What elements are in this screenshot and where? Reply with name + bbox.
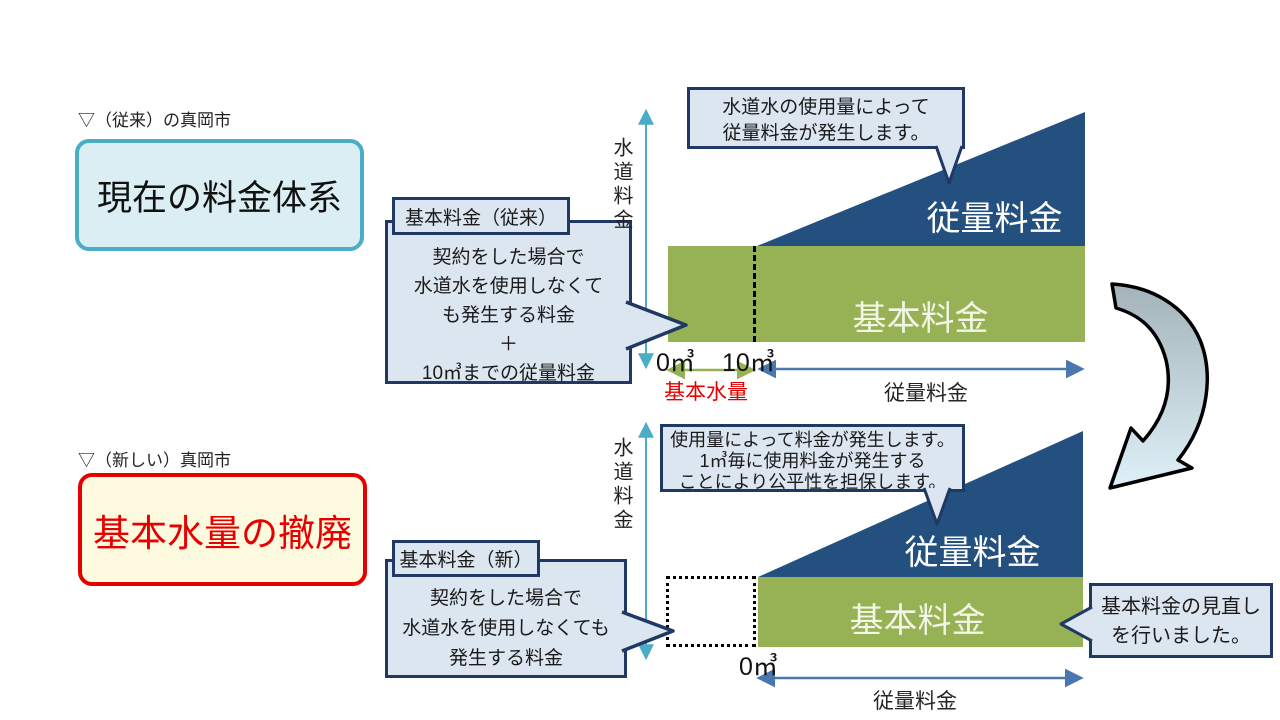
callout-line: 使用量によって料金が発生します。: [670, 430, 955, 450]
callout-line: ＋: [498, 334, 518, 355]
bottom-volume-axis-label: 従量料金: [873, 690, 957, 713]
bottom-volume-fee-triangle: [758, 431, 1083, 577]
callout-line: 契約をした場合で: [429, 588, 582, 609]
top-basic-volume-axis-label: 基本水量: [664, 381, 748, 404]
callout-line: 水道水の使用量によって: [722, 97, 930, 118]
bottom-basic-fee-bar: [758, 577, 1083, 647]
current-system-title-box: 現在の料金体系: [75, 139, 364, 251]
curved-transition-arrow: [1108, 282, 1209, 490]
top-basic-volume-divider: [753, 246, 756, 342]
current-system-title: 現在の料金体系: [96, 178, 342, 218]
top-volume-fee-label: 従量料金: [926, 200, 1063, 238]
bottom-basic-fee-callout: 契約をした場合で 水道水を使用しなくても 発生する料金: [385, 559, 627, 678]
bottom-usage-callout: 使用量によって料金が発生します。 1㎥毎に使用料金が発生する ことにより公平性を…: [660, 424, 965, 492]
bottom-y-axis-label: 水道料金: [610, 437, 632, 533]
callout-line: 発生する料金: [448, 648, 563, 669]
callout-line: 契約をした場合で: [432, 247, 585, 268]
top-usage-callout: 水道水の使用量によって 従量料金が発生します。: [687, 87, 965, 149]
bottom-x-tick-0: 0㎥: [739, 653, 778, 681]
top-volume-fee-triangle: [757, 112, 1085, 246]
callout-line: 基本料金の見直し: [1101, 596, 1261, 618]
callout-line: 従量料金が発生します。: [722, 123, 930, 144]
callout-line: ことにより公平性を担保します。: [678, 472, 947, 492]
top-x-tick-0: 0㎥: [656, 349, 695, 377]
new-system-title: 基本水量の撤廃: [93, 512, 352, 554]
bottom-section-marker: ▽（新しい）真岡市: [78, 451, 231, 470]
top-x-tick-10: 10㎥: [722, 349, 775, 377]
new-system-title-box: 基本水量の撤廃: [78, 473, 367, 586]
review-callout: 基本料金の見直し を行いました。: [1089, 583, 1273, 658]
top-basic-fee-callout-title: 基本料金（従来）: [392, 197, 570, 235]
callout-line: 1㎥毎に使用料金が発生する: [699, 451, 926, 471]
top-basic-fee-callout: 契約をした場合で 水道水を使用しなくて も発生する料金 ＋ 10㎥までの従量料金: [385, 220, 632, 384]
callout-line: を行いました。: [1111, 625, 1251, 647]
abolished-basic-volume-box: [666, 576, 756, 647]
callout-line: 10㎥までの従量料金: [421, 363, 596, 384]
bottom-basic-fee-label: 基本料金: [849, 602, 986, 640]
top-volume-axis-label: 従量料金: [884, 382, 968, 405]
callout-line: 水道水を使用しなくて: [413, 276, 604, 297]
top-y-axis-label: 水道料金: [610, 137, 632, 233]
bottom-volume-fee-label: 従量料金: [904, 534, 1041, 572]
bottom-basic-fee-callout-title: 基本料金（新）: [392, 540, 540, 577]
top-basic-fee-label: 基本料金: [852, 300, 989, 338]
callout-line: も発生する料金: [441, 305, 575, 326]
callout-line: 水道水を使用しなくても: [402, 618, 610, 639]
top-section-marker: ▽（従来）の真岡市: [78, 111, 231, 130]
top-basic-fee-bar: [668, 246, 1085, 342]
